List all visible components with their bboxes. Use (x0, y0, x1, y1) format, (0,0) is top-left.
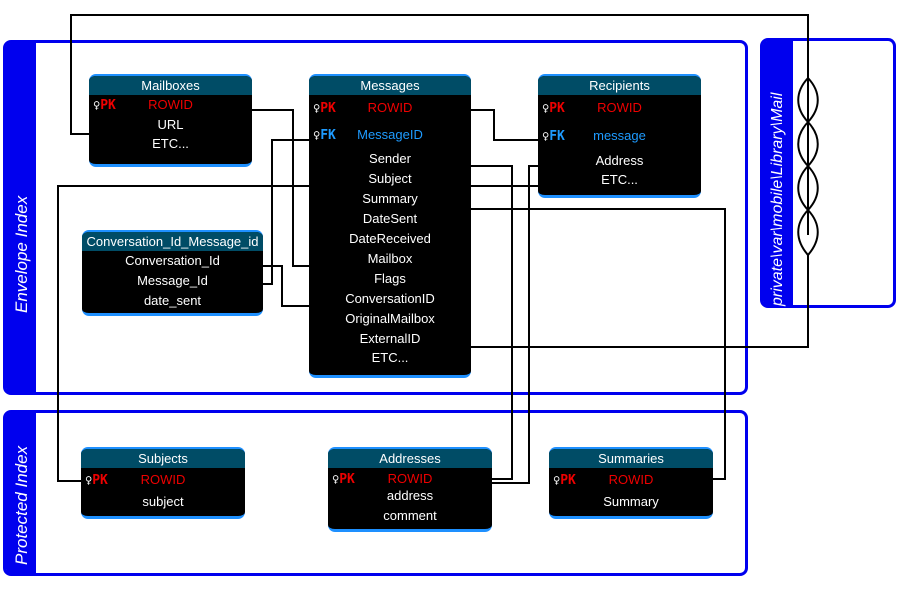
table-mailboxes[interactable]: Mailboxes ♀PK ROWID URL ETC... (89, 74, 252, 167)
table-subjects[interactable]: Subjects ♀PK ROWID subject (81, 447, 245, 519)
field-name: MessageID (357, 127, 423, 142)
table-row: ♀PK ROWID (89, 95, 252, 115)
field-name: OriginalMailbox (345, 311, 435, 326)
table-title: Addresses (328, 449, 492, 468)
field-name: ROWID (597, 100, 642, 115)
table-title: Subjects (81, 449, 245, 468)
table-messages[interactable]: Messages ♀PK ROWID ♀FK MessageID Sender … (309, 74, 471, 378)
wire-messages-rowid-to-recipients-message (470, 109, 540, 141)
wire-messages-summary-to-summaries (470, 208, 726, 480)
wire-mailboxes-rowid-to-messages-mailbox (252, 109, 310, 267)
field-name: ETC... (152, 136, 189, 151)
table-row: ConversationID (309, 289, 471, 309)
mail-path-group: private\var\mobile\Library\Mail (760, 38, 896, 308)
table-row: Summary (549, 492, 713, 512)
table-row: Mailbox (309, 249, 471, 269)
table-row: ETC... (309, 349, 471, 367)
table-row: ♀FK message (538, 121, 701, 151)
table-row: ETC... (538, 171, 701, 189)
field-name: Message_Id (137, 273, 208, 288)
field-name: DateSent (362, 211, 418, 226)
field-name: Mailbox (367, 251, 413, 266)
table-title: Messages (309, 76, 471, 95)
wire-twist (797, 77, 819, 256)
table-row: ♀PK ROWID (538, 95, 701, 121)
field-name: ROWID (387, 471, 433, 486)
primary-key-icon: ♀PK (93, 98, 116, 113)
table-conversation-id-message-id[interactable]: Conversation_Id_Message_id Conversation_… (82, 230, 263, 316)
table-row: OriginalMailbox (309, 309, 471, 329)
table-title: Recipients (538, 76, 701, 95)
primary-key-icon: ♀PK (313, 101, 336, 116)
table-row: Flags (309, 269, 471, 289)
field-name: Conversation_Id (125, 253, 220, 268)
field-name: ExternalID (359, 331, 421, 346)
field-name: subject (142, 494, 184, 509)
wire-recipients-address-to-addresses (490, 165, 540, 484)
field-name: Sender (369, 151, 411, 166)
table-row: URL (89, 115, 252, 135)
field-name: URL (157, 117, 184, 132)
field-name: Flags (374, 271, 406, 286)
table-title: Summaries (549, 449, 713, 468)
wire-messages-sender-to-addresses (470, 165, 513, 480)
wire-conversation-id-to-messages-conversationid (262, 265, 310, 307)
table-row: ♀PK ROWID (328, 468, 492, 487)
envelope-index-band (6, 43, 36, 392)
wire-conversation-messageid-to-messages-messageid (262, 139, 310, 285)
table-row: Message_Id (82, 271, 263, 291)
primary-key-icon: ♀PK (85, 473, 108, 488)
table-row: Sender (309, 149, 471, 169)
field-name: DateReceived (349, 231, 431, 246)
primary-key-icon: ♀PK (553, 473, 576, 488)
table-row: subject (81, 492, 245, 512)
field-name: ConversationID (345, 291, 435, 306)
table-recipients[interactable]: Recipients ♀PK ROWID ♀FK message Address… (538, 74, 701, 198)
table-row: ♀PK ROWID (309, 95, 471, 121)
field-name: ETC... (601, 172, 638, 187)
primary-key-icon: ♀PK (332, 472, 355, 487)
field-name: ROWID (148, 97, 193, 112)
foreign-key-icon: ♀FK (313, 128, 336, 143)
table-row: Summary (309, 189, 471, 209)
field-name: ROWID (140, 472, 186, 487)
table-row: DateReceived (309, 229, 471, 249)
primary-key-icon: ♀PK (542, 101, 565, 116)
wire-externalid-to-mail-path (470, 255, 809, 348)
table-row: comment (328, 506, 492, 526)
table-row: Subject (309, 169, 471, 189)
field-name: comment (383, 508, 437, 523)
table-title: Conversation_Id_Message_id (82, 232, 263, 251)
field-name: ROWID (608, 472, 654, 487)
table-row: ExternalID (309, 329, 471, 349)
mail-path-band (763, 41, 793, 305)
table-row: date_sent (82, 291, 263, 311)
table-addresses[interactable]: Addresses ♀PK ROWID address comment (328, 447, 492, 532)
field-name: Summary (603, 494, 659, 509)
table-title: Mailboxes (89, 76, 252, 95)
field-name: address (386, 488, 434, 503)
table-row: DateSent (309, 209, 471, 229)
table-row: Conversation_Id (82, 251, 263, 271)
table-summaries[interactable]: Summaries ♀PK ROWID Summary (549, 447, 713, 519)
wire-mailboxes-url-to-mail-path (70, 14, 809, 235)
field-name: Summary (362, 191, 418, 206)
foreign-key-icon: ♀FK (542, 129, 565, 144)
field-name: Address (595, 153, 644, 168)
table-row: address (328, 486, 492, 506)
field-name: date_sent (143, 293, 202, 308)
table-row: ETC... (89, 135, 252, 153)
table-row: ♀PK ROWID (549, 468, 713, 492)
field-name: message (593, 128, 646, 143)
table-row: ♀PK ROWID (81, 468, 245, 492)
wire-messages-subject-to-subjects-rowid (57, 185, 540, 482)
protected-index-band (6, 413, 36, 573)
table-row: Address (538, 151, 701, 171)
field-name: Subject (368, 171, 412, 186)
field-name: ETC... (371, 350, 409, 365)
field-name: ROWID (367, 100, 413, 115)
table-row: ♀FK MessageID (309, 121, 471, 149)
